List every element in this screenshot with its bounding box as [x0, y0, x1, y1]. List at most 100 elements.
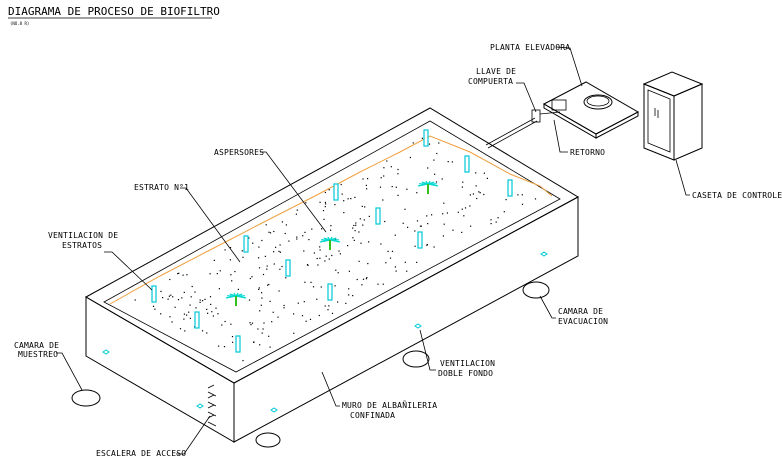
gravel-dot — [435, 181, 438, 183]
tank-rim-outer — [84, 107, 580, 384]
gravel-dot — [362, 224, 364, 226]
gravel-dot — [251, 276, 253, 278]
gravel-dot — [183, 313, 185, 315]
gravel-dot — [443, 202, 445, 204]
gravel-dot — [305, 320, 307, 322]
vent-pipe — [333, 183, 339, 201]
gravel-dot — [250, 324, 252, 326]
gravel-dot — [354, 230, 356, 232]
gravel-dot — [309, 318, 312, 320]
access-ladder-icon — [207, 384, 217, 427]
sprinkler-icon — [319, 236, 341, 250]
sprinkler-icon — [417, 180, 439, 194]
gravel-dot — [261, 297, 263, 299]
gravel-dot — [189, 317, 191, 319]
gravel-dot — [534, 198, 537, 200]
gravel-dot — [285, 277, 287, 279]
gravel-dot — [168, 295, 170, 297]
gravel-dot — [288, 240, 290, 242]
gravel-dot — [258, 246, 260, 248]
gravel-dot — [202, 300, 204, 302]
gravel-dot — [231, 280, 233, 282]
gravel-dot — [421, 137, 423, 139]
gravel-dot — [253, 341, 255, 343]
wall-vent-marker — [196, 403, 204, 409]
gravel-dot — [275, 246, 277, 248]
gravel-dot — [330, 229, 332, 231]
gravel-dot — [262, 328, 264, 330]
gravel-dot — [352, 227, 354, 229]
gravel-dot — [209, 296, 212, 298]
gravel-dot — [277, 316, 279, 318]
gravel-dot — [134, 299, 136, 301]
gravel-dot — [469, 194, 471, 196]
gravel-dot — [414, 230, 416, 232]
gravel-dot — [324, 206, 326, 208]
gravel-dot — [223, 346, 226, 348]
gravel-dot — [160, 290, 162, 292]
label-muro-2: CONFINADA — [350, 411, 395, 420]
gravel-dot — [433, 159, 435, 161]
vent-pipe — [151, 285, 157, 303]
gravel-dot — [269, 232, 272, 234]
gravel-dot — [322, 210, 325, 212]
gravel-dot — [283, 304, 285, 307]
leader-lines — [56, 46, 690, 455]
gravel-dot — [354, 196, 356, 198]
gravel-dot — [171, 321, 173, 323]
gravel-dot — [311, 228, 313, 230]
gravel-dot — [170, 294, 172, 296]
gravel-dot — [343, 212, 345, 214]
gravel-dot — [395, 270, 397, 272]
label-ventilacion-estratos-2: ESTRATOS — [62, 241, 102, 250]
gravel-dot — [266, 265, 268, 267]
gravel-dot — [319, 246, 321, 248]
label-camara-evacuacion-1: CAMARA DE — [558, 307, 603, 316]
gravel-dot — [348, 270, 350, 272]
label-escalera: ESCALERA DE ACCESO — [96, 449, 186, 458]
vent-pipe — [464, 155, 470, 173]
gravel-dot — [174, 306, 176, 308]
gravel-dot — [152, 305, 155, 307]
gravel-dot — [404, 261, 406, 263]
gravel-dot — [475, 172, 477, 174]
label-llave-1: LLAVE DE — [476, 67, 516, 76]
gravel-dot — [242, 256, 244, 258]
gravel-dot — [339, 253, 341, 255]
wall-vent-marker — [102, 349, 110, 355]
gravel-dot — [302, 235, 304, 237]
wall-vent-marker — [270, 407, 278, 413]
gravel-dot — [472, 193, 474, 195]
gravel-dot — [390, 166, 392, 168]
gravel-dot — [241, 250, 243, 252]
gravel-dot — [452, 229, 454, 231]
gravel-dot — [310, 281, 312, 283]
gravel-dot — [367, 178, 369, 180]
gravel-dot — [331, 312, 334, 314]
gravel-dot — [377, 283, 379, 285]
gravel-dot — [212, 315, 214, 317]
gravel-dot — [340, 183, 342, 186]
gravel-dot — [406, 270, 408, 272]
gravel-dot — [486, 177, 488, 179]
gravel-dot — [281, 221, 283, 223]
gravel-dot — [347, 198, 349, 200]
gravel-dot — [279, 268, 281, 270]
gravel-dot — [521, 194, 523, 196]
gravel-dot — [169, 316, 171, 318]
gravel-dot — [278, 250, 280, 252]
gravel-dot — [337, 272, 339, 274]
gravel-dot — [234, 271, 236, 273]
gravel-dot — [188, 311, 190, 313]
gravel-dot — [427, 223, 429, 225]
gravel-dot — [462, 181, 464, 183]
gravel-dot — [273, 230, 275, 233]
gravel-dot — [230, 323, 232, 325]
gravel-dot — [365, 278, 367, 280]
gravel-dot — [307, 264, 309, 266]
gravel-dot — [201, 330, 204, 332]
gravel-dot — [186, 274, 188, 276]
gravel-dot — [517, 194, 519, 196]
gravel-dot — [320, 286, 322, 288]
pumping-plant — [542, 81, 640, 139]
